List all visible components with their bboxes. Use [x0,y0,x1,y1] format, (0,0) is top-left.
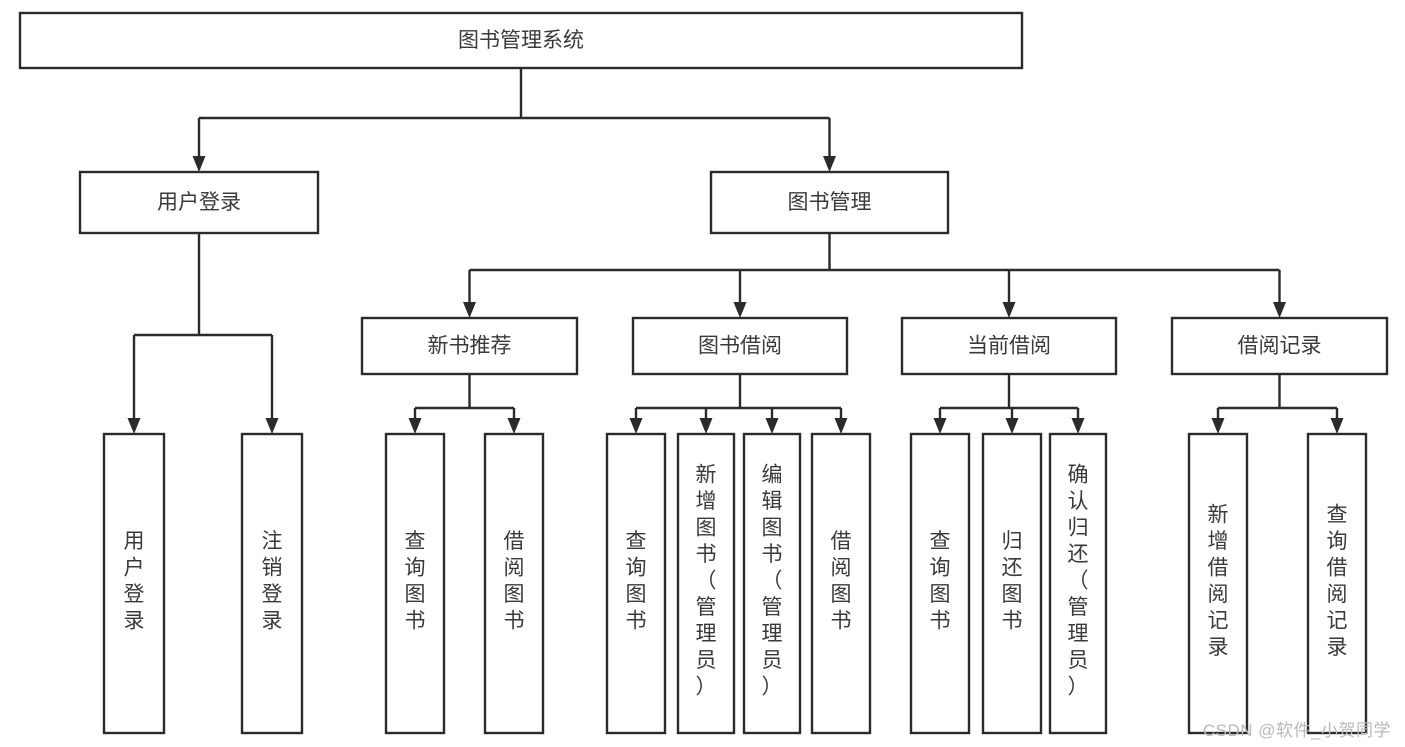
node-user-login[interactable]: 用户登录 [78,170,320,235]
node-label: 查询图书 [930,530,951,633]
connector-group-new-book-recommend [408,374,521,434]
arrow-head-icon [408,418,422,434]
arrow-head-icon [1005,418,1019,434]
node-label: 图书借阅 [698,335,782,358]
node-leaf-add-record[interactable]: 新增借阅记录 [1187,432,1249,735]
arrow-head-icon [933,418,947,434]
node-leaf-borrow-book-2[interactable]: 借阅图书 [810,432,872,735]
node-current-borrow[interactable]: 当前借阅 [900,316,1118,376]
node-leaf-query-book-1[interactable]: 查询图书 [384,432,446,735]
connectors-layer [127,68,1344,434]
node-label: 查询图书 [405,530,426,633]
arrow-head-icon [1330,418,1344,434]
arrow-head-icon [1071,418,1085,434]
node-leaf-add-book[interactable]: 新增图书（管理员） [676,432,736,735]
arrow-head-icon [733,302,747,318]
node-label: 查询图书 [626,530,647,633]
arrow-head-icon [127,418,141,434]
connector-group-root [192,68,836,172]
arrow-head-icon [629,418,643,434]
node-label: 图书管理 [788,191,872,214]
node-label: 借阅记录 [1238,335,1322,358]
node-book-borrow[interactable]: 图书借阅 [631,316,849,376]
node-leaf-query-book-3[interactable]: 查询图书 [909,432,971,735]
connector-group-user-login [127,233,279,434]
node-leaf-edit-book[interactable]: 编辑图书（管理员） [742,432,802,735]
node-leaf-return-book[interactable]: 归还图书 [981,432,1043,735]
node-label: 当前借阅 [967,335,1051,358]
node-leaf-query-book-2[interactable]: 查询图书 [605,432,667,735]
node-label: 用户登录 [157,191,241,214]
node-label: 借阅图书 [831,530,852,633]
connector-group-book-management [463,233,1286,318]
nodes-layer: 图书管理系统用户登录图书管理新书推荐图书借阅当前借阅借阅记录用户登录注销登录查询… [18,11,1389,735]
arrow-head-icon [1211,418,1225,434]
arrow-head-icon [192,156,206,172]
node-borrow-record[interactable]: 借阅记录 [1170,316,1389,376]
node-label: 新增图书（管理员） [696,464,717,699]
node-leaf-logout[interactable]: 注销登录 [240,432,304,735]
node-label: 归还图书 [1002,530,1023,633]
connector-group-current-borrow [933,374,1085,434]
node-leaf-user-login[interactable]: 用户登录 [102,432,166,735]
node-label: 借阅图书 [504,530,525,633]
arrow-head-icon [507,418,521,434]
arrow-head-icon [1002,302,1016,318]
connector-group-borrow-record [1211,374,1344,434]
arrow-head-icon [765,418,779,434]
node-label: 查询借阅记录 [1327,503,1348,659]
node-label: 注销登录 [262,530,283,633]
node-root[interactable]: 图书管理系统 [18,11,1024,70]
node-label: 编辑图书（管理员） [762,464,783,699]
node-new-book-recommend[interactable]: 新书推荐 [360,316,579,376]
node-label: 图书管理系统 [458,29,584,52]
node-book-management[interactable]: 图书管理 [709,170,950,235]
arrow-head-icon [823,156,836,172]
arrow-head-icon [1273,302,1286,318]
arrow-head-icon [265,418,279,434]
node-label: 确认归还（管理员） [1068,464,1089,699]
node-label: 新书推荐 [428,335,512,358]
node-label: 新增借阅记录 [1208,503,1229,659]
arrow-head-icon [834,418,848,434]
node-leaf-query-record[interactable]: 查询借阅记录 [1306,432,1368,735]
node-leaf-borrow-book-1[interactable]: 借阅图书 [483,432,545,735]
arrow-head-icon [463,302,476,318]
arrow-head-icon [699,418,713,434]
node-label: 用户登录 [124,530,145,633]
connector-group-book-borrow [629,374,848,434]
node-leaf-confirm-return[interactable]: 确认归还（管理员） [1048,432,1108,735]
